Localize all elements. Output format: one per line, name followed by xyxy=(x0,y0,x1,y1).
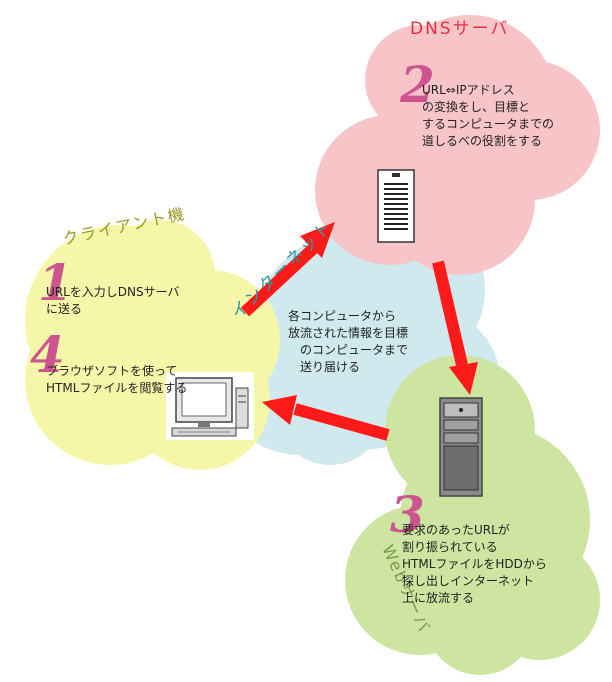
step-4-text: ブラウザソフトを使って HTMLファイルを閲覧する xyxy=(46,364,188,395)
internet-text: 各コンピュータから 放流された情報を目標 のコンピュータまで 送り届ける xyxy=(288,309,409,374)
step-1-text: URLを入力しDNSサーバ に送る xyxy=(46,285,180,316)
arrow-client-to-dns xyxy=(240,222,335,317)
step-4-number: 4 xyxy=(30,325,65,384)
server-document-icon xyxy=(377,169,415,243)
step-2-text: URL⇔IPアドレス の変換をし、目標と するコンピュータまでの 道しるべの役割… xyxy=(422,83,555,148)
dns-server-label: DNSサーバ xyxy=(410,19,510,39)
arrow-dns-to-web xyxy=(432,260,478,395)
tower-server-icon xyxy=(439,397,483,497)
dns-server-cloud xyxy=(315,15,600,275)
arrow-web-to-client xyxy=(262,395,390,441)
step-1-number: 1 xyxy=(38,253,73,312)
computer-monitor-icon xyxy=(166,372,254,440)
step-3-number: 3 xyxy=(390,485,425,544)
step-2-number: 2 xyxy=(400,55,435,114)
step-3-text: 要求のあったURLが 割り振られている HTMLファイルをHDDから 探し出しイ… xyxy=(402,523,547,605)
